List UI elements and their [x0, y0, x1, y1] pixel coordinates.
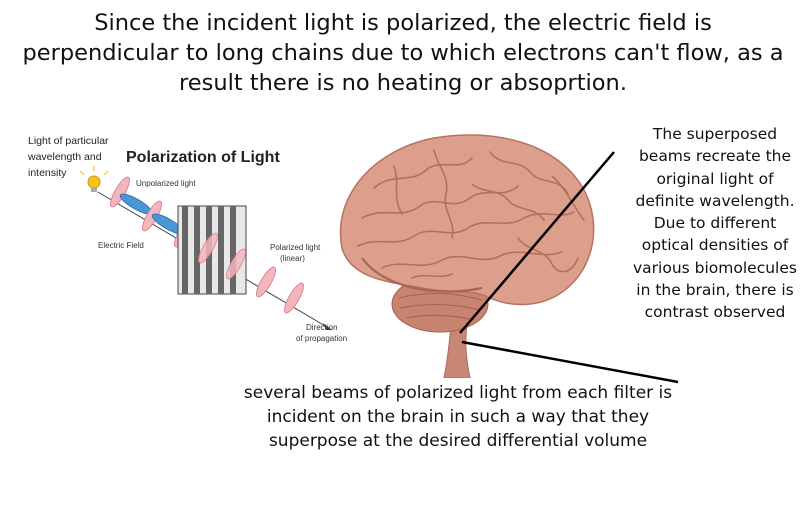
polarized-label-line-2: (linear) [280, 254, 305, 263]
direction-label-line-2: of propagation [296, 334, 347, 343]
source-label-line-1: Light of particular [28, 135, 109, 147]
figure-title: Polarization of Light [126, 149, 280, 166]
right-note: The superposed beams recreate the origin… [633, 125, 797, 322]
propagation-arrow-icon [323, 323, 332, 330]
electric-field-label: Electric Field [98, 241, 144, 250]
bottom-note: several beams of polarized light from ea… [243, 383, 673, 451]
polarized-wave [198, 232, 304, 314]
unpolarized-label: Unpolarized light [136, 179, 196, 188]
source-label-line-3: intensity [28, 167, 67, 179]
polarization-diagram: Light of particular wavelength and inten… [27, 135, 347, 343]
header-text: Since the incident light is polarized, t… [22, 10, 784, 96]
polarized-label-line-1: Polarized light [270, 243, 321, 252]
brain-icon [339, 134, 595, 378]
source-label-line-2: wavelength and [27, 151, 102, 163]
light-bulb-icon [79, 166, 109, 192]
direction-label-line-1: Direction [306, 323, 338, 332]
